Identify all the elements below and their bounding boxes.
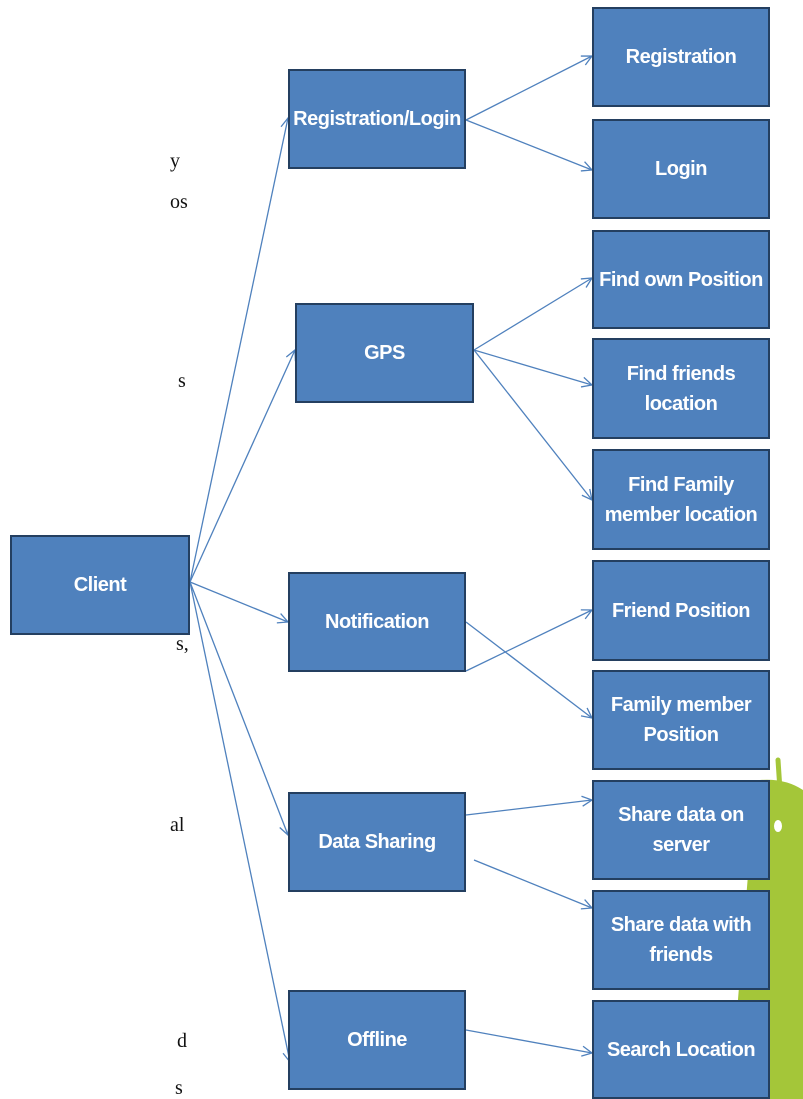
edge-registration-login-registration: [465, 56, 592, 121]
search-location-box: Search Location: [592, 1000, 770, 1099]
family-member-position-box: Family member Position: [592, 670, 770, 770]
edge-gps-find-own-position: [473, 278, 592, 351]
edge-client-registration-login: [189, 118, 288, 583]
background-text-fragment: al: [170, 814, 185, 836]
edge-data-sharing-share-data-with-friends: [473, 859, 592, 908]
background-text-fragment: s: [175, 1077, 183, 1099]
edge-gps-find-friends-location: [473, 349, 592, 385]
edge-client-data-sharing: [189, 581, 288, 835]
find-own-position-box: Find own Position: [592, 230, 770, 329]
background-text-fragment: s: [178, 370, 186, 392]
share-data-on-server-box: Share data on server: [592, 780, 770, 880]
edge-client-gps: [189, 350, 295, 583]
background-text-fragment: y: [170, 150, 180, 172]
edge-registration-login-login: [465, 119, 592, 170]
share-data-with-friends-box: Share data with friends: [592, 890, 770, 990]
login-box: Login: [592, 119, 770, 219]
gps-box: GPS: [295, 303, 474, 403]
edge-client-offline: [189, 581, 290, 1062]
edge-data-sharing-share-data-on-server: [465, 800, 592, 816]
data-sharing-box: Data Sharing: [288, 792, 466, 892]
find-family-member-location-box: Find Family member location: [592, 449, 770, 550]
registration-box: Registration: [592, 7, 770, 107]
offline-box: Offline: [288, 990, 466, 1090]
edge-notification-family-member-position: [465, 621, 592, 718]
friend-position-box: Friend Position: [592, 560, 770, 661]
edge-gps-find-family-member-location: [473, 349, 592, 500]
edge-client-notification: [189, 581, 288, 622]
notification-box: Notification: [288, 572, 466, 672]
background-text-fragment: s,: [176, 633, 189, 655]
registration-login-box: Registration/Login: [288, 69, 466, 169]
edge-offline-search-location: [465, 1029, 592, 1053]
background-text-fragment: d: [177, 1030, 187, 1052]
background-text-fragment: os: [170, 191, 188, 213]
client-box: Client: [10, 535, 190, 635]
find-friends-location-box: Find friends location: [592, 338, 770, 439]
edge-notification-friend-position: [465, 610, 592, 672]
